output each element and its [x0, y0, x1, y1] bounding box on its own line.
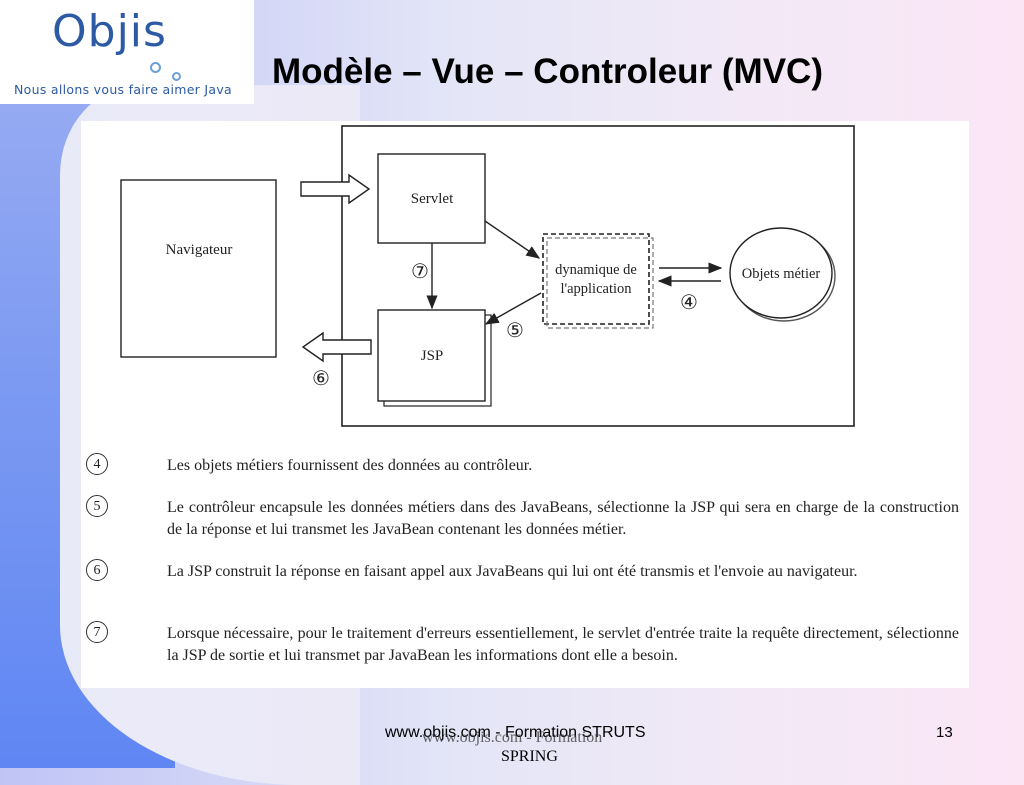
objets-metier-ellipse [729, 227, 833, 319]
note-number: 4 [86, 453, 108, 475]
request-arrow-icon [300, 173, 371, 205]
marker-5: ⑤ [506, 320, 524, 342]
logo-wordmark: Objis [52, 6, 167, 57]
dynamique-label-line1: dynamique de [555, 262, 637, 278]
footer-overlay-text: www.objis.com - Formation [422, 729, 603, 746]
objets-metier-label: Objets métier [742, 266, 821, 282]
note-number: 6 [86, 559, 108, 581]
note-text: Lorsque nécessaire, pour le traitement d… [167, 625, 959, 664]
servlet-box [377, 153, 486, 244]
jsp-box [377, 309, 486, 402]
note-text: Le contrôleur encapsule les données méti… [167, 499, 959, 538]
slide-title: Modèle – Vue – Controleur (MVC) [272, 52, 823, 91]
footer-text: www.objis.com - Formation STRUTS [385, 724, 646, 741]
dynamique-label-line2: l'application [560, 281, 632, 297]
dynamique-box [542, 233, 650, 325]
logo-tagline: Nous allons vous faire aimer Java [14, 82, 232, 97]
note-number: 7 [86, 621, 108, 643]
dynamique-box-shadow [546, 237, 654, 329]
navigateur-box [120, 179, 277, 358]
navigateur-label: Navigateur [166, 242, 233, 258]
mvc-diagram: Navigateur Servlet JSP dynamique de l'ap… [120, 125, 855, 427]
servlet-to-dynamique-arrow [484, 220, 541, 259]
marker-6: ⑥ [312, 368, 330, 390]
page-number: 13 [936, 724, 953, 741]
logo-dot-icon [172, 72, 181, 81]
jsp-label: JSP [421, 348, 444, 364]
objis-logo: Objis Nous allons vous faire aimer Java [0, 0, 254, 104]
note-text: La JSP construit la réponse en faisant a… [167, 563, 858, 580]
server-frame [341, 125, 855, 427]
servlet-label: Servlet [411, 191, 454, 207]
dynamique-to-jsp-arrow [484, 292, 542, 325]
note-text: Les objets métiers fournissent des donné… [167, 457, 533, 474]
marker-4: ④ [680, 292, 698, 314]
marker-7: ⑦ [411, 261, 429, 283]
response-arrow-icon [301, 331, 372, 363]
logo-dot-icon [150, 62, 161, 73]
footer-text-line2: SPRING [501, 748, 558, 765]
note-number: 5 [86, 495, 108, 517]
slide-content: Navigateur Servlet JSP dynamique de l'ap… [81, 121, 969, 688]
